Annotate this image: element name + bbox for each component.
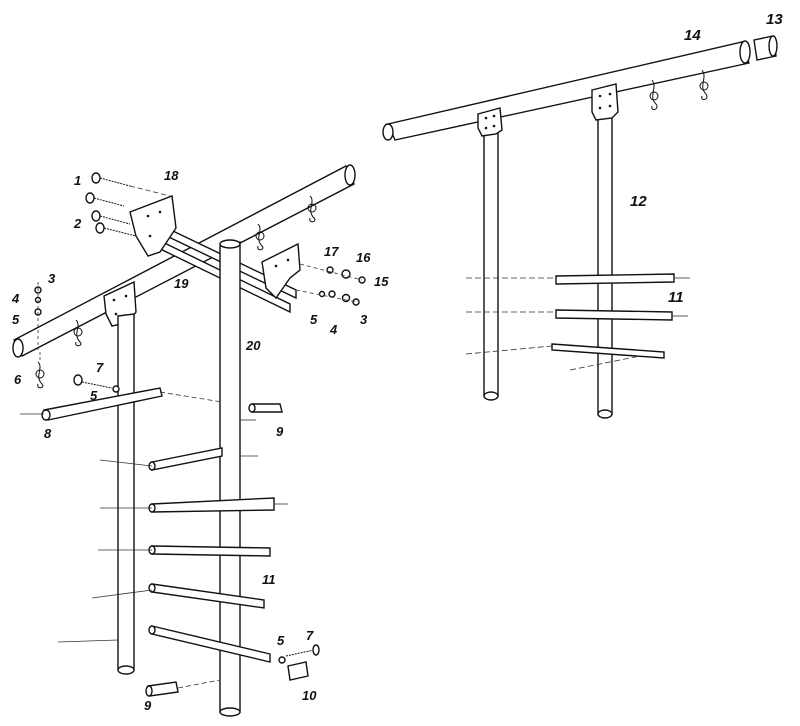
- label-part-5: 5: [310, 312, 318, 327]
- leg-12-left: [483, 125, 499, 401]
- fasteners-right: [295, 263, 366, 306]
- bolt-1: [91, 172, 171, 197]
- label-part-6: 6: [14, 372, 22, 387]
- swing-hook: [649, 79, 659, 111]
- bolt-1: [85, 192, 125, 207]
- side-bracket: [261, 242, 301, 300]
- bolt-7: [278, 644, 320, 664]
- label-part-1: 1: [74, 173, 81, 188]
- label-part-5: 5: [90, 388, 98, 403]
- brace-8: [20, 387, 223, 421]
- end-cap-13: [753, 35, 778, 61]
- leg-bracket: [591, 83, 619, 121]
- swing-hook: [73, 319, 83, 347]
- dowel-9: [145, 679, 221, 697]
- cap-10: [287, 661, 309, 681]
- label-part-8: 8: [44, 426, 52, 441]
- right-assembly: [382, 35, 778, 419]
- swing-hook: [255, 223, 265, 251]
- label-part-2: 2: [73, 216, 82, 231]
- rung-11: [555, 273, 675, 285]
- label-part-5: 5: [277, 633, 285, 648]
- leg-12-right: [597, 105, 613, 419]
- leg-back: [117, 313, 135, 675]
- rung-11: [148, 497, 275, 513]
- label-part-12: 12: [630, 193, 647, 210]
- part-labels: 1 2 3 3 4 4 5 5 5 5 6 7 7 8 9 9 10 11 11…: [11, 11, 783, 713]
- label-part-9: 9: [276, 424, 284, 439]
- label-part-7: 7: [306, 628, 314, 643]
- label-part-13: 13: [766, 11, 783, 28]
- leg-bracket: [477, 107, 503, 137]
- label-part-10: 10: [302, 688, 317, 703]
- label-part-17: 17: [324, 244, 339, 259]
- label-part-5: 5: [12, 312, 20, 327]
- rung-11: [555, 309, 673, 321]
- left-assembly: [12, 164, 366, 717]
- swing-hook: [307, 195, 317, 223]
- rung-11: [148, 545, 271, 557]
- label-part-4: 4: [11, 291, 20, 306]
- dowel-9: [248, 403, 283, 413]
- bolt-7: [73, 374, 120, 393]
- bolt-2: [91, 210, 131, 225]
- label-part-11: 11: [668, 289, 684, 306]
- label-part-11: 11: [262, 572, 276, 587]
- label-part-16: 16: [356, 250, 371, 265]
- top-beam-14: [382, 40, 751, 141]
- assembly-guide-lines: [465, 277, 690, 371]
- label-part-3: 3: [360, 312, 368, 327]
- assembly-guide-lines: [57, 419, 288, 643]
- label-part-14: 14: [684, 27, 701, 44]
- bracket-18: [129, 195, 177, 257]
- rung-11: [148, 447, 223, 471]
- swing-hook: [699, 69, 709, 101]
- bolt-2: [95, 222, 137, 237]
- fasteners-left: [34, 282, 42, 350]
- rung-11: [148, 625, 271, 663]
- label-part-19: 19: [174, 276, 189, 291]
- label-part-18: 18: [164, 168, 179, 183]
- label-part-20: 20: [245, 338, 261, 353]
- label-part-15: 15: [374, 274, 389, 289]
- label-part-9: 9: [144, 698, 152, 713]
- label-part-3: 3: [48, 271, 56, 286]
- label-part-4: 4: [329, 322, 338, 337]
- label-part-7: 7: [96, 360, 104, 375]
- rung-11: [148, 583, 265, 609]
- hook-6: [35, 352, 45, 389]
- rung-11: [551, 343, 665, 359]
